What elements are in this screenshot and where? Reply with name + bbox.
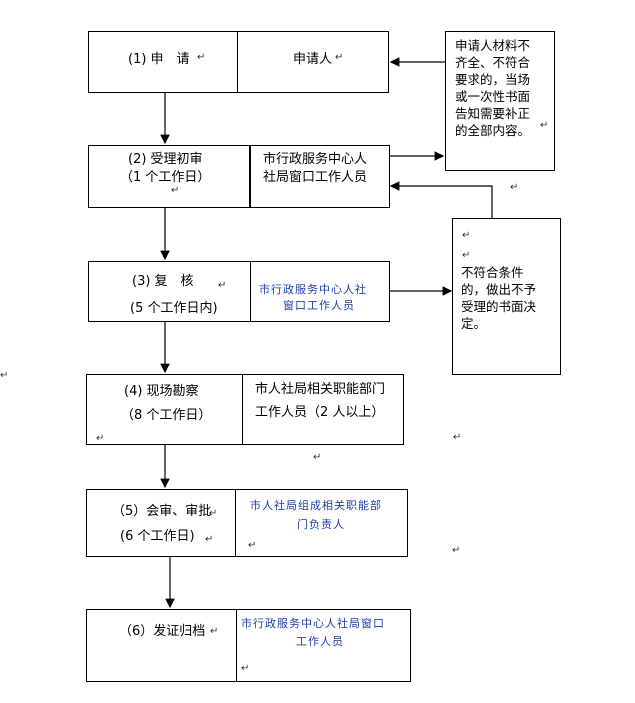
step-2-divider [249,145,251,208]
note-reject-text: 不符合条件 的，做出不予 受理的书面决 定。 [461,264,536,332]
note-incomplete-line: 申请人材料不 [455,38,531,53]
step-3-actor-line1: 市行政服务中心人社 [259,283,367,296]
step-6-label: （6）发证归档 [119,624,206,639]
return-mark: ↵ [462,230,471,241]
note-reject-line: 不符合条件 [461,265,524,280]
note-incomplete-line: 齐全、不符合 [455,55,531,70]
step-6-box [86,609,411,682]
step-4-actor-line2: 工作人员（2 人以上） [255,405,385,420]
note-incomplete-line: 的全部内容。 [455,123,531,138]
step-3-divider [250,261,251,322]
step-2-label: (2) 受理初审 [128,152,203,167]
return-mark: ↵ [205,534,214,545]
step-5-actor-line1: 市人社局组成相关职能部 [250,499,382,512]
note-incomplete-line: 告知需要补正 [455,106,531,121]
return-mark: ↵ [197,52,206,63]
step-2-duration: （1 个工作日） [120,170,211,185]
step-4-duration: （8 个工作日） [121,408,212,423]
step-3-box [88,261,390,322]
step-1-box [88,31,389,93]
return-mark: ↵ [452,545,461,556]
return-mark: ↵ [241,663,250,674]
step-1-label: (1) 申 请 [128,52,190,67]
step-6-divider [236,609,237,682]
return-mark: ↵ [218,280,227,291]
return-mark: ↵ [96,433,105,444]
step-5-box [86,489,408,557]
step-6-actor-line1: 市行政服务中心人社局窗口 [241,617,385,630]
return-mark: ↵ [540,120,549,131]
note-reject-line: 受理的书面决 [461,299,537,314]
step-1-actor: 申请人 [293,52,333,67]
return-mark: ↵ [453,432,462,443]
return-mark: ↵ [313,452,322,463]
step-3-actor-line2: 窗口工作人员 [283,299,355,312]
step-4-actor-line1: 市人社局相关职能部门 [255,382,386,397]
note-reject-line: 的，做出不予 [461,282,537,297]
note-incomplete-line: 或一次性书面 [455,89,531,104]
step-3-duration: (5 个工作日内) [130,301,218,316]
return-mark: ↵ [462,250,471,261]
step-5-actor-line2: 门负责人 [297,518,345,531]
step-2-box [88,145,390,208]
note-incomplete-text: 申请人材料不 齐全、不符合 要求的，当场 或一次性书面 告知需要补正 的全部内容… [455,37,530,139]
note-reject-line: 定。 [461,316,487,331]
return-mark: ↵ [171,185,180,196]
step-6-actor-line2: 工作人员 [296,635,344,648]
step-4-label: (4) 现场勘察 [124,384,199,399]
step-4-box [86,374,404,445]
step-5-duration: (6 个工作日) [120,529,195,544]
step-3-label: (3) 复 核 [132,274,194,289]
note-incomplete-box [445,31,555,171]
return-mark: ↵ [0,370,9,381]
return-mark: ↵ [510,182,519,193]
step-5-divider [235,489,236,557]
return-mark: ↵ [248,540,257,551]
return-mark: ↵ [335,52,344,63]
arrow-reject-to-step2 [389,181,493,218]
note-reject-box [452,218,561,375]
step-2-actor-line1: 市行政服务中心人 [263,152,368,167]
step-4-divider [242,374,243,445]
step-1-divider [237,31,238,93]
return-mark: ↵ [209,508,218,519]
note-incomplete-line: 要求的，当场 [455,72,531,87]
step-2-actor-line2: 社局窗口工作人员 [263,170,368,185]
step-5-label: （5）会审、审批 [112,504,212,519]
return-mark: ↵ [210,626,219,637]
